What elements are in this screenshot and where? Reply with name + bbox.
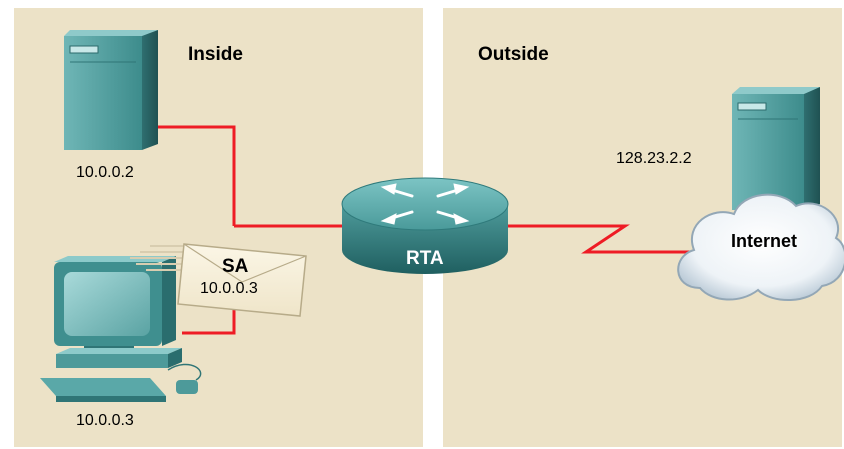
packet-field-label: SA [222, 256, 249, 277]
workstation-icon [40, 256, 202, 402]
link-server-to-switch [155, 125, 236, 226]
packet-field-value: 10.0.0.3 [200, 280, 258, 297]
outside-server-icon [732, 87, 820, 210]
inside-links [155, 125, 342, 335]
outside-server-ip-label: 128.23.2.2 [616, 150, 692, 167]
packet-envelope-icon [130, 243, 307, 317]
workstation-ip-label: 10.0.0.3 [76, 412, 134, 429]
inside-zone-title: Inside [188, 44, 243, 65]
serial-link-lightning [508, 224, 694, 254]
internet-cloud-icon [677, 193, 844, 302]
cloud-label: Internet [731, 231, 798, 251]
link-workstation-to-switch [182, 301, 236, 335]
inside-server-ip-label: 10.0.0.2 [76, 164, 134, 181]
wan-link [508, 224, 694, 254]
outside-zone-title: Outside [478, 44, 549, 65]
router-icon [341, 177, 509, 274]
inside-server-icon [64, 30, 158, 150]
router-label: RTA [406, 248, 444, 269]
